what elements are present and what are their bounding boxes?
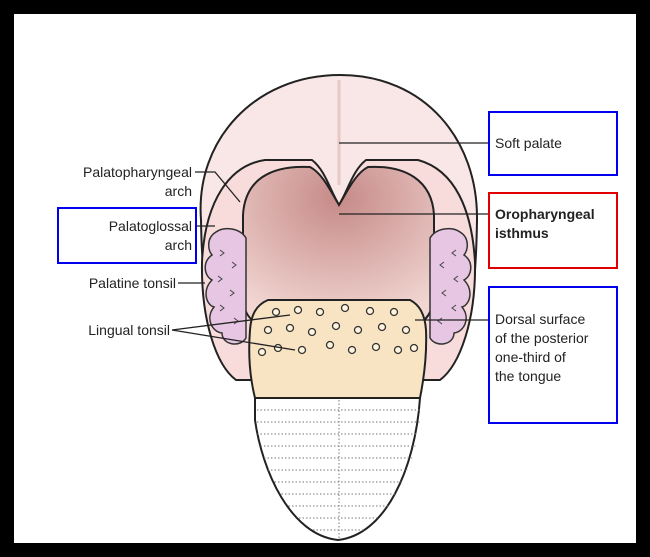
label-soft-palate: Soft palate	[495, 134, 562, 153]
palatopharyngeal-arch-line-1: Palatopharyngeal	[30, 163, 192, 182]
dorsal-surface-line-1: Dorsal surface	[495, 310, 588, 329]
dorsal-surface-line-2: of the posterior	[495, 329, 588, 348]
oropharyngeal-isthmus-line-2: isthmus	[495, 224, 595, 243]
label-lingual-tonsil: Lingual tonsil	[20, 321, 170, 340]
palatoglossal-arch-line-2: arch	[60, 236, 192, 255]
label-palatoglossal-arch: Palatoglossal arch	[60, 217, 192, 255]
label-palatine-tonsil: Palatine tonsil	[20, 274, 176, 293]
palatopharyngeal-arch-line-2: arch	[30, 182, 192, 201]
label-dorsal-surface: Dorsal surface of the posterior one-thir…	[495, 310, 588, 386]
palatoglossal-arch-line-1: Palatoglossal	[60, 217, 192, 236]
dorsal-surface-line-3: one-third of	[495, 348, 588, 367]
dorsal-surface-line-4: the tongue	[495, 367, 588, 386]
label-oropharyngeal-isthmus: Oropharyngeal isthmus	[495, 205, 595, 243]
tongue-body	[255, 398, 420, 540]
oropharyngeal-isthmus-line-1: Oropharyngeal	[495, 205, 595, 224]
label-palatopharyngeal-arch: Palatopharyngeal arch	[30, 163, 192, 201]
